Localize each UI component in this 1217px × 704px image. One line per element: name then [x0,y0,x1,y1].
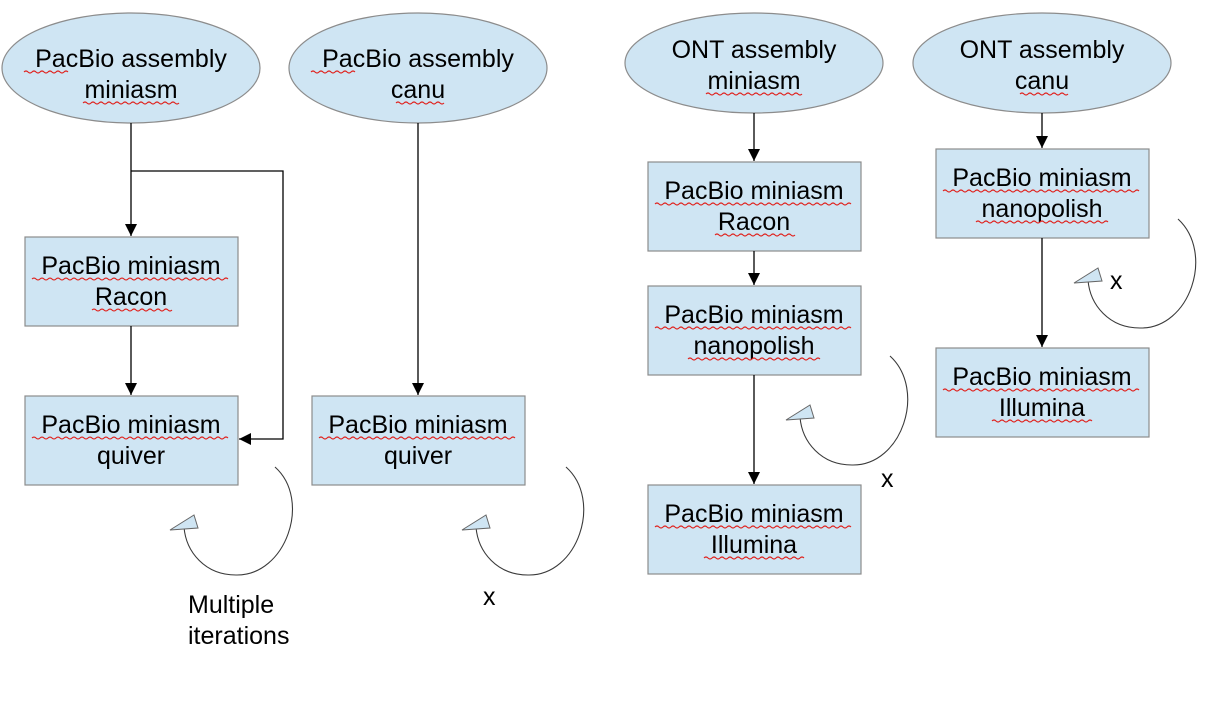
node-label-line1: PacBio miniasm [328,411,507,439]
node-label-line1: PacBio miniasm [41,411,220,439]
loop-arrowhead [169,514,199,531]
node-ont-assembly-canu: ONT assembly canu [912,12,1172,114]
node-c3-illumina: PacBio miniasm Illumina [647,484,862,575]
node-ont-assembly-miniasm: ONT assembly miniasm [624,12,884,114]
node-label-line2: Racon [95,283,167,311]
loop-c3-nanopolish [785,355,909,466]
spellcheck-underline [1019,92,1069,96]
edge-pb-mini-to-quiver-bypass [131,170,284,445]
spellcheck-underline [942,189,1140,193]
spellcheck-underline [942,388,1140,392]
spellcheck-underline [714,233,796,237]
node-pacbio-assembly-miniasm: PacBio assembly miniasm [1,12,261,124]
node-label-line1: PacBio miniasm [664,500,843,528]
loop-note: x [483,583,496,611]
loop-note-line2: iterations [188,622,289,650]
loop-note: x [1110,267,1123,295]
node-label-line2: miniasm [84,76,177,104]
node-label-line1: ONT assembly [960,36,1125,64]
node-label-line1: ONT assembly [672,36,837,64]
spellcheck-underline [705,92,803,96]
spellcheck-underline [395,101,445,105]
spellcheck-underline [82,101,180,105]
node-c3-racon: PacBio miniasm Racon [647,161,862,252]
loop-arrowhead [785,404,815,421]
node-label-line2: Illumina [711,531,797,559]
node-label-line2: canu [391,76,445,104]
loop-c1-quiver [169,466,293,576]
loop-note: x [881,465,894,493]
node-label-line2: quiver [384,442,452,470]
node-label-line2: quiver [97,442,165,470]
loop-arrowhead [461,514,491,531]
spellcheck-underline [91,308,173,312]
node-label-line1: PacBio miniasm [664,301,843,329]
spellcheck-underline [975,220,1109,224]
node-c1-quiver: PacBio miniasm quiver [24,395,239,486]
loop-note-line1: Multiple [188,591,274,619]
spellcheck-underline [991,419,1093,423]
node-pacbio-assembly-canu: PacBio assembly canu [288,12,548,124]
node-label-line1: PacBio miniasm [952,363,1131,391]
spellcheck-underline [31,277,229,281]
spellcheck-underline [310,70,356,74]
spellcheck-underline [654,202,852,206]
node-label-line1: PacBio miniasm [664,177,843,205]
node-label-line2: Illumina [999,394,1085,422]
spellcheck-underline [703,556,805,560]
node-label-line1: PacBio assembly [322,45,514,73]
spellcheck-underline [654,326,852,330]
spellcheck-underline [31,436,229,440]
spellcheck-underline [318,436,516,440]
node-label-line2: nanopolish [982,195,1103,223]
node-label-line1: PacBio assembly [35,45,227,73]
spellcheck-underline [654,525,852,529]
spellcheck-underline [687,357,821,361]
loop-c2-quiver [461,466,585,576]
node-label-line1: PacBio miniasm [41,252,220,280]
node-label-line2: canu [1015,67,1069,95]
node-label-line2: miniasm [707,67,800,95]
loop-arrowhead [1073,267,1103,284]
node-c3-nanopolish: PacBio miniasm nanopolish [647,285,862,376]
node-c2-quiver: PacBio miniasm quiver [311,395,526,486]
node-c4-nanopolish: PacBio miniasm nanopolish [935,148,1150,239]
node-label-line1: PacBio miniasm [952,164,1131,192]
node-label-line2: Racon [718,208,790,236]
loop-c4-nanopolish [1073,218,1197,329]
node-c4-illumina: PacBio miniasm Illumina [935,347,1150,438]
spellcheck-underline [23,70,69,74]
node-c1-racon: PacBio miniasm Racon [24,236,239,327]
node-label-line2: nanopolish [694,332,815,360]
